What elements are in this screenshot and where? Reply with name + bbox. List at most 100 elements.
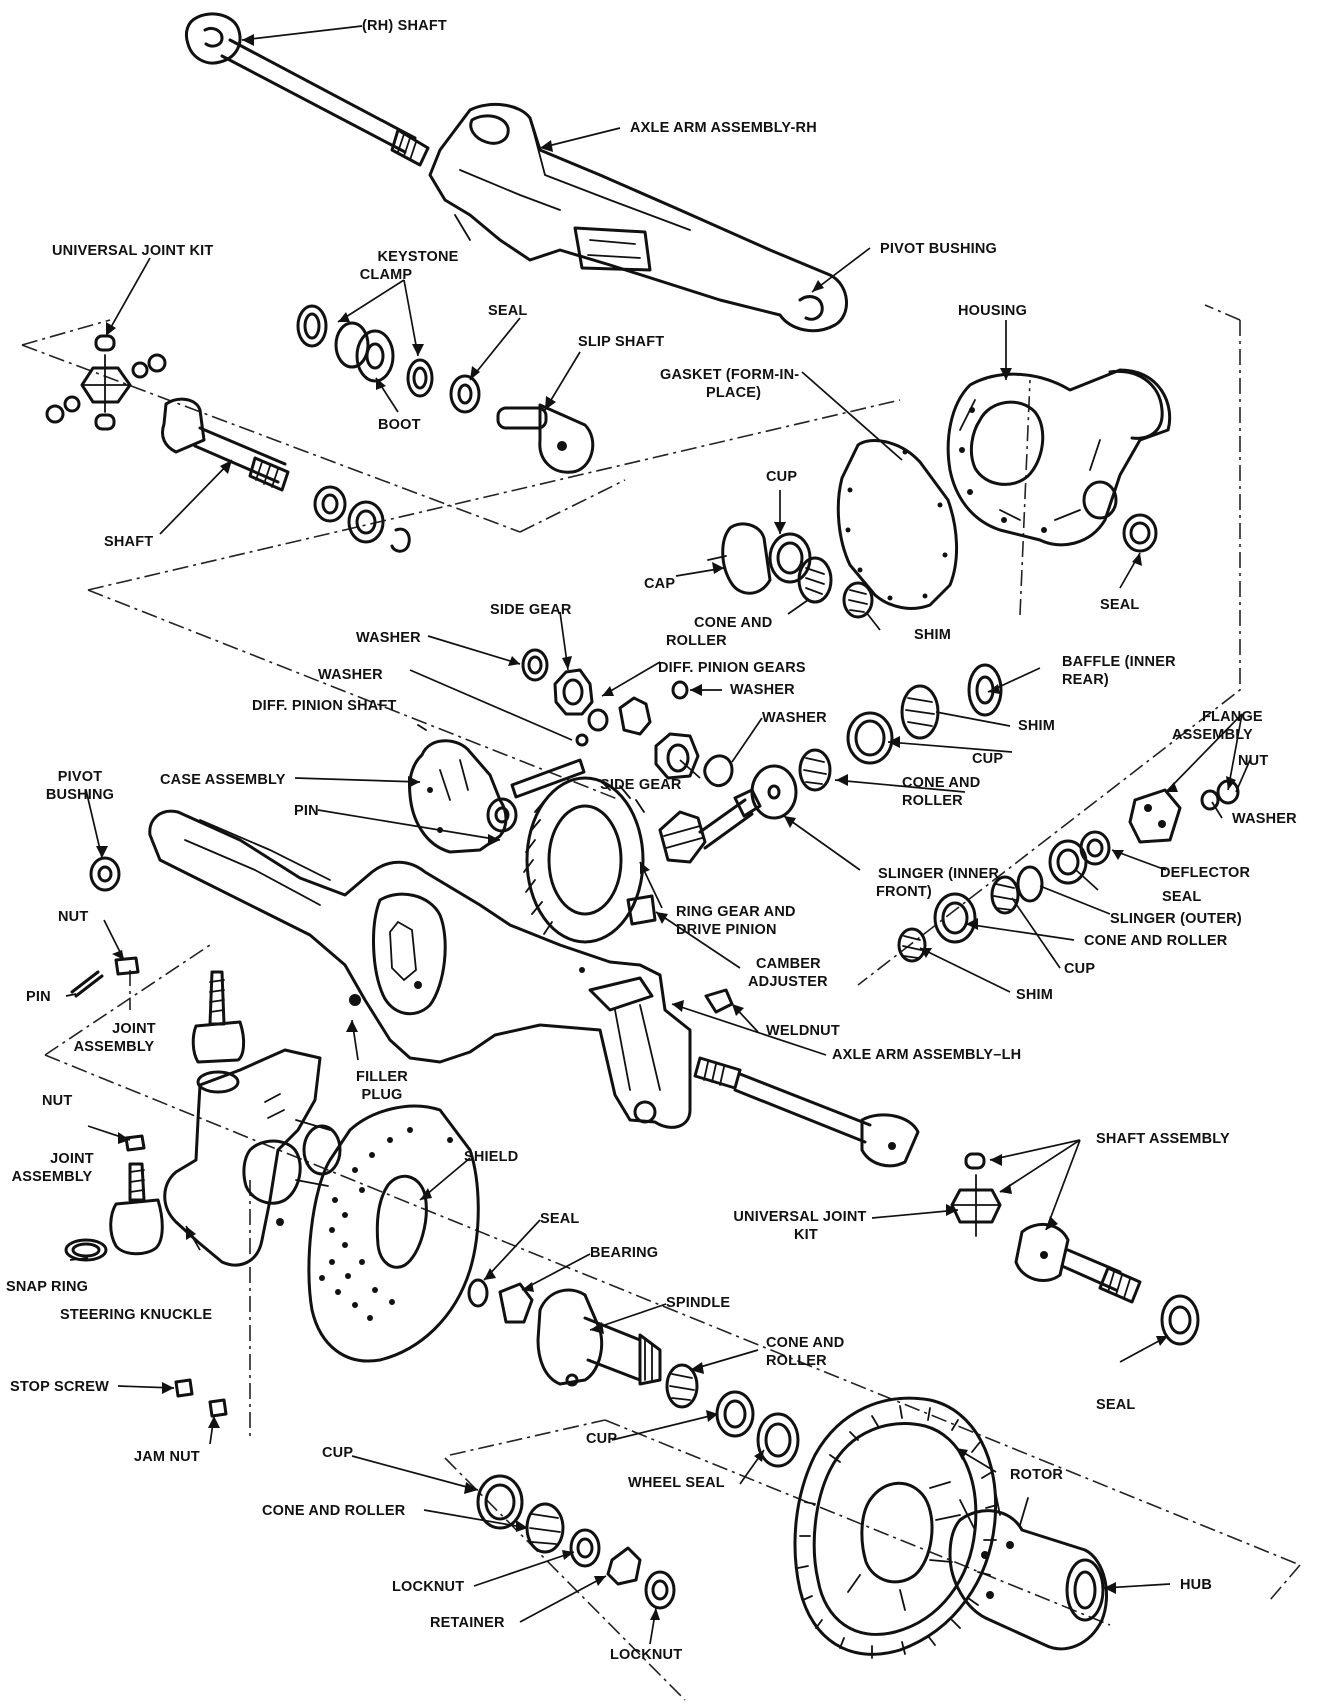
- pinion-flange-group: [897, 779, 1240, 963]
- spindle-group: [467, 1278, 800, 1468]
- label-deflector: DEFLECTOR: [1160, 865, 1251, 881]
- nut-and-pin-upper: [70, 956, 140, 998]
- group-boundaries: [21, 304, 1301, 1701]
- label-joint-assembly-top-line2: ASSEMBLY: [73, 1039, 155, 1055]
- diff-pinion-shaft: [417, 724, 586, 799]
- label-case-assembly: CASE ASSEMBLY: [160, 772, 286, 788]
- label-shaft-assembly: SHAFT ASSEMBLY: [1096, 1131, 1230, 1147]
- weldnut: [704, 988, 734, 1014]
- label-baffle-line2: REAR): [1062, 672, 1109, 688]
- label-nut-right: NUT: [1238, 753, 1269, 769]
- label-side-gear-top: SIDE GEAR: [490, 602, 572, 618]
- label-camber-adjuster-line1: CAMBER: [756, 956, 821, 972]
- label-locknut-2: LOCKNUT: [610, 1647, 683, 1663]
- boot-and-clamps: [296, 304, 481, 414]
- label-universal-joint-kit-top: UNIVERSAL JOINT KIT: [52, 243, 214, 259]
- label-boot: BOOT: [378, 417, 421, 433]
- joint-assembly-upper: [191, 970, 246, 1094]
- bearing-cap-upper: [707, 522, 874, 619]
- nut-and-joint-lower: [64, 1134, 164, 1262]
- label-shim-right: SHIM: [1016, 987, 1054, 1003]
- label-filler-plug-line1: FILLER: [356, 1069, 408, 1085]
- label-flange-assembly-line2: ASSEMBLY: [1172, 727, 1253, 743]
- wheel-hub: [948, 1489, 1109, 1651]
- label-axle-arm-lh: AXLE ARM ASSEMBLY–LH: [832, 1047, 1022, 1063]
- label-seal-bottom: SEAL: [1096, 1397, 1136, 1413]
- label-washer-2: WASHER: [318, 667, 383, 683]
- label-cup-right: CUP: [1064, 961, 1096, 977]
- label-universal-joint-kit-low-line1: UNIVERSAL JOINT: [733, 1209, 867, 1225]
- label-pin-top: PIN: [294, 803, 319, 819]
- label-washer-right: WASHER: [1232, 811, 1297, 827]
- stop-screw-and-jam-nut: [174, 1378, 228, 1418]
- label-joint-assembly-top-line1: JOINT: [112, 1021, 156, 1037]
- arrow-heads: [96, 34, 1236, 1620]
- label-stop-screw: STOP SCREW: [10, 1379, 109, 1395]
- label-joint-assembly-low-line1: JOINT: [50, 1151, 94, 1167]
- label-pivot-bushing-left-line2: BUSHING: [45, 787, 115, 803]
- camber-adjuster: [626, 894, 657, 926]
- label-washer-1: WASHER: [356, 630, 421, 646]
- label-pivot-bushing-top: PIVOT BUSHING: [880, 241, 997, 257]
- splash-shield: [307, 1104, 480, 1363]
- label-seal-top: SEAL: [488, 303, 528, 319]
- label-cone-roller-low-line2: ROLLER: [766, 1353, 827, 1369]
- label-rotor: ROTOR: [1010, 1467, 1064, 1483]
- label-nut-knuckle: NUT: [42, 1093, 73, 1109]
- label-pin-left: PIN: [26, 989, 51, 1005]
- label-joint-assembly-low-line2: ASSEMBLY: [11, 1169, 93, 1185]
- label-cap: CAP: [644, 576, 676, 592]
- leader-lines: [65, 25, 1251, 1645]
- label-cup-low: CUP: [322, 1445, 354, 1461]
- lh-shaft-assembly: [693, 1056, 1200, 1346]
- label-slinger-outer: SLINGER (OUTER): [1110, 911, 1242, 927]
- label-universal-joint-kit-low-line2: KIT: [794, 1227, 818, 1243]
- ring-gear-and-pinion: [523, 776, 762, 944]
- label-ring-gear-line1: RING GEAR AND: [676, 904, 796, 920]
- label-seal-right: SEAL: [1162, 889, 1202, 905]
- label-rh-shaft: (RH) SHAFT: [362, 18, 447, 34]
- label-slip-shaft: SLIP SHAFT: [578, 334, 665, 350]
- label-shaft-left: SHAFT: [104, 534, 154, 550]
- label-cone-roller-bottom: CONE AND ROLLER: [262, 1503, 406, 1519]
- label-ring-gear-line2: DRIVE PINION: [676, 922, 777, 938]
- label-cone-roller-mid-line1: CONE AND: [902, 775, 981, 791]
- label-jam-nut: JAM NUT: [134, 1449, 200, 1465]
- label-nut-left: NUT: [58, 909, 89, 925]
- label-seal-spindle: SEAL: [540, 1211, 580, 1227]
- label-diff-pinion-shaft: DIFF. PINION SHAFT: [252, 698, 397, 714]
- label-hub: HUB: [1180, 1577, 1213, 1593]
- label-cone-roller-low-line1: CONE AND: [766, 1335, 845, 1351]
- label-cone-roller-top-line1: CONE AND: [694, 615, 773, 631]
- label-washer-3: WASHER: [730, 682, 795, 698]
- label-retainer: RETAINER: [430, 1615, 505, 1631]
- axle-arm-lh: [148, 809, 692, 1129]
- label-cone-roller-mid-line2: ROLLER: [902, 793, 963, 809]
- label-shield: SHIELD: [464, 1149, 519, 1165]
- label-pivot-bushing-left-line1: PIVOT: [57, 769, 103, 785]
- label-spindle: SPINDLE: [666, 1295, 731, 1311]
- differential-case: [408, 739, 518, 854]
- label-baffle-line1: BAFFLE (INNER: [1062, 654, 1176, 670]
- differential-gears: [521, 648, 734, 787]
- label-cone-roller-right: CONE AND ROLLER: [1084, 933, 1228, 949]
- label-filler-plug-line2: PLUG: [361, 1087, 403, 1103]
- label-camber-adjuster-line2: ADJUSTER: [748, 974, 828, 990]
- label-wheel-seal: WHEEL SEAL: [628, 1475, 725, 1491]
- label-keystone-clamp-line2: CLAMP: [359, 267, 413, 283]
- label-steering-knuckle: STEERING KNUCKLE: [60, 1307, 213, 1323]
- label-keystone-clamp-line1: KEYSTONE: [377, 249, 459, 265]
- label-slinger-inner-line1: SLINGER (INNER: [878, 866, 1000, 882]
- label-side-gear-mid: SIDE GEAR: [600, 777, 682, 793]
- label-slinger-inner-line2: FRONT): [876, 884, 932, 900]
- label-housing: HOUSING: [958, 303, 1028, 319]
- hub-bearing-group: [476, 1474, 676, 1610]
- left-shaft: [161, 397, 411, 553]
- label-axle-arm-rh: AXLE ARM ASSEMBLY-RH: [630, 120, 817, 136]
- pivot-bushing-left: [89, 856, 121, 892]
- label-flange-assembly-line1: FLANGE: [1202, 709, 1263, 725]
- label-gasket-line2: PLACE): [706, 385, 762, 401]
- universal-joint-kit-top: [45, 334, 167, 431]
